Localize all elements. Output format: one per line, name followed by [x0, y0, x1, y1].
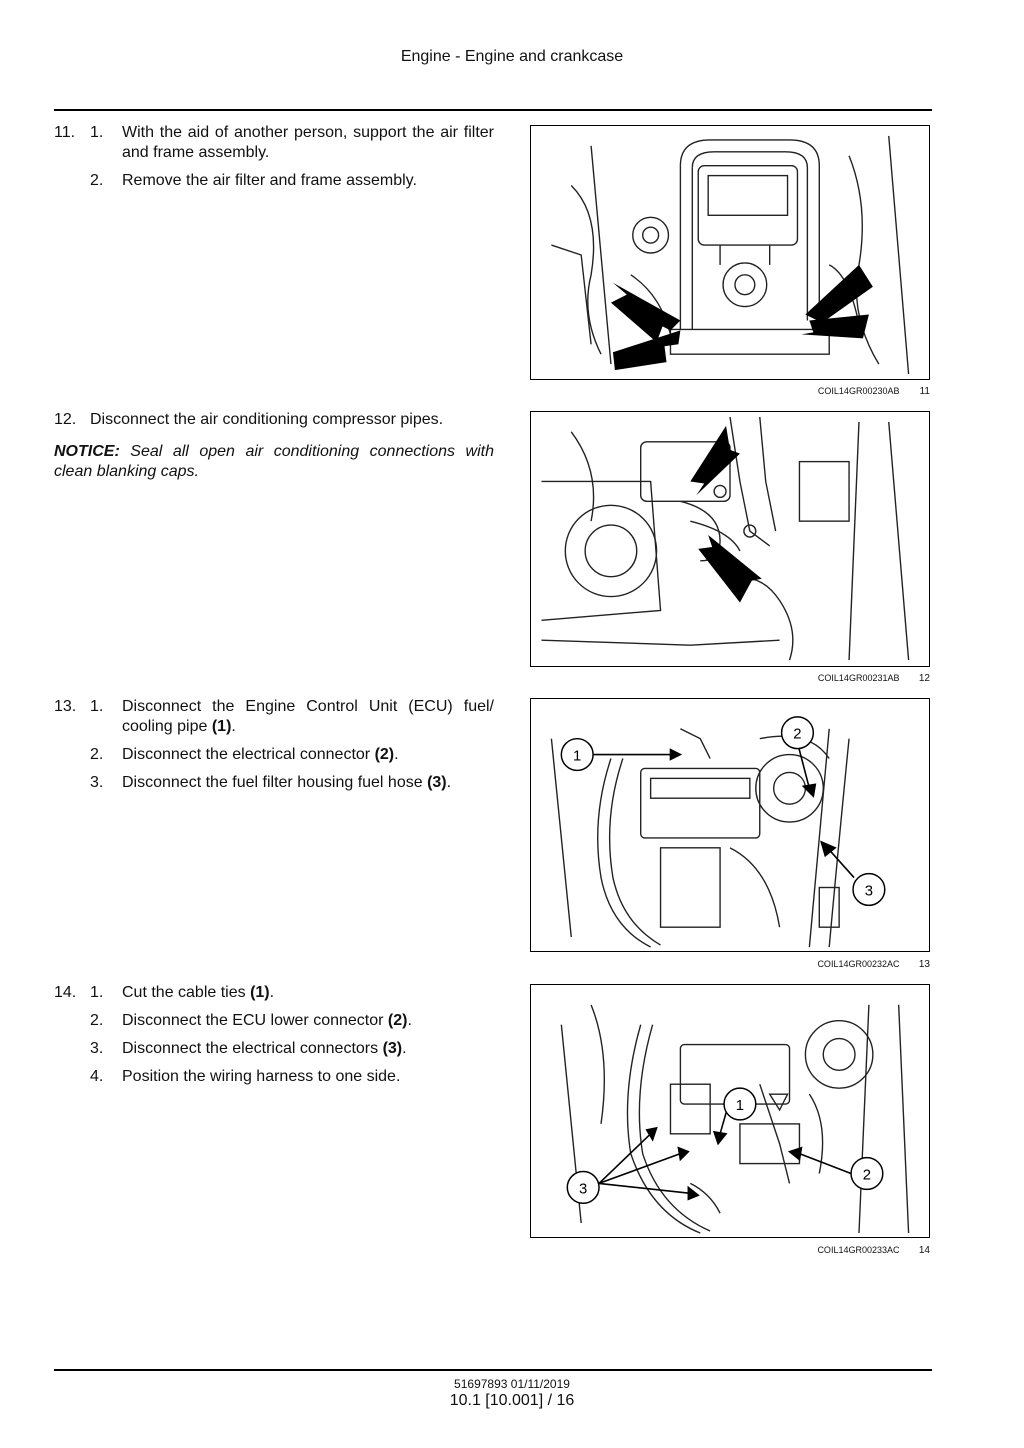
callout-ref: (3)	[382, 1040, 403, 1057]
notice: NOTICE: Seal all open air conditioning c…	[54, 442, 494, 482]
step-number: 11.	[54, 124, 76, 141]
figure-14-caption: COIL14GR00233AC 14	[530, 1245, 930, 1256]
callout-label: 3	[865, 883, 873, 899]
substep-number: 3.	[90, 774, 104, 791]
substep-text: With the aid of another person, support …	[122, 124, 494, 161]
figure-13-caption: COIL14GR00232AC 13	[530, 959, 930, 970]
substep-number: 4.	[90, 1068, 104, 1085]
callout-circle	[852, 872, 886, 907]
figure-number: 12	[918, 673, 930, 684]
substep-text: Position the wiring harness to one side.	[122, 1068, 401, 1085]
substep: 14. 1. Cut the cable ties (1).	[54, 983, 494, 1003]
step-12: 12. Disconnect the air conditioning comp…	[54, 410, 494, 482]
callout-ref: (1)	[211, 718, 232, 735]
figure-code: COIL14GR00232AC	[817, 959, 900, 969]
footer-page-number: 10.1 [10.001] / 16	[449, 1392, 575, 1409]
figure-13-image: 1 2 3	[530, 698, 930, 952]
figure-number: 11	[919, 386, 930, 397]
substep-number: 1.	[90, 984, 104, 1001]
step-number: 12.	[54, 411, 77, 428]
ac-compressor-illustration	[541, 416, 910, 661]
wiring-harness-illustration: 1 2 3	[560, 1004, 910, 1234]
figure-number: 13	[918, 959, 930, 970]
substep-number: 2.	[90, 1012, 104, 1029]
callout-label: 1	[736, 1098, 744, 1114]
callout-circle	[780, 716, 815, 750]
callout-ref: (2)	[374, 746, 395, 763]
substep-text: Cut the cable ties (1).	[122, 984, 275, 1001]
substep: 3. Disconnect the electrical connectors …	[54, 1039, 494, 1059]
callout-label: 3	[579, 1181, 587, 1197]
step-number: 13.	[54, 698, 77, 715]
step-row: 12. Disconnect the air conditioning comp…	[54, 410, 494, 430]
footer-doc-reference: 51697893 01/11/2019	[454, 1377, 570, 1391]
ecu-fuel-pipe-illustration: 1 2 3	[550, 716, 886, 948]
callout-ref: (3)	[427, 774, 447, 791]
substep-number: 3.	[90, 1040, 104, 1057]
substep: 11. 1. With the aid of another person, s…	[54, 123, 494, 163]
callout-circle	[566, 1170, 600, 1205]
callout-markers: 1 2 3	[566, 1087, 884, 1205]
footer-rule	[54, 1369, 932, 1371]
figure-12-image	[530, 411, 930, 667]
substep: 2. Remove the air filter and frame assem…	[54, 171, 494, 191]
header-rule	[54, 109, 932, 111]
figure-number: 14	[918, 1245, 930, 1256]
air-filter-frame-illustration	[551, 135, 910, 375]
figure-code: COIL14GR00231AB	[817, 673, 900, 683]
substep-text: Disconnect the electrical connectors (3)…	[122, 1040, 407, 1057]
step-14: 14. 1. Cut the cable ties (1). 2. Discon…	[54, 983, 494, 1095]
substep: 4. Position the wiring harness to one si…	[54, 1067, 494, 1087]
substep-number: 1.	[90, 124, 104, 141]
figure-code: COIL14GR00230AB	[817, 386, 900, 396]
substep-text: Disconnect the electrical connector (2).	[122, 746, 399, 763]
substep-text: Disconnect the ECU lower connector (2).	[122, 1012, 412, 1029]
step-text: Disconnect the air conditioning compress…	[90, 411, 444, 428]
step-number: 14.	[54, 984, 77, 1001]
callout-markers: 1 2 3	[560, 716, 886, 907]
step-13: 13. 1. Disconnect the Engine Control Uni…	[54, 697, 494, 801]
figure-11-image	[530, 125, 930, 380]
substep-number: 2.	[90, 746, 104, 763]
callout-label: 2	[793, 727, 801, 743]
page-header: Engine - Engine and crankcase	[400, 48, 624, 65]
callout-label: 1	[573, 749, 581, 765]
substep-number: 1.	[90, 698, 104, 715]
step-11: 11. 1. With the aid of another person, s…	[54, 123, 494, 199]
notice-label: NOTICE:	[54, 443, 120, 460]
substep: 2. Disconnect the electrical connector (…	[54, 745, 494, 765]
callout-circle	[560, 737, 594, 772]
callout-label: 2	[863, 1167, 871, 1183]
callout-circle	[850, 1156, 884, 1191]
substep: 13. 1. Disconnect the Engine Control Uni…	[54, 697, 494, 737]
substep: 3. Disconnect the fuel filter housing fu…	[54, 773, 494, 793]
substep: 2. Disconnect the ECU lower connector (2…	[54, 1011, 494, 1031]
notice-text: Seal all open air conditioning connectio…	[54, 443, 494, 480]
figure-12-caption: COIL14GR00231AB 12	[530, 673, 930, 684]
substep-text: Disconnect the fuel filter housing fuel …	[122, 774, 452, 791]
callout-ref: (1)	[250, 984, 270, 1001]
callout-ref: (2)	[387, 1012, 408, 1029]
figure-code: COIL14GR00233AC	[817, 1245, 900, 1255]
figure-11-caption: COIL14GR00230AB 11	[530, 386, 930, 397]
substep-number: 2.	[90, 172, 104, 189]
substep-text: Disconnect the Engine Control Unit (ECU)…	[122, 698, 494, 735]
figure-14-image: 1 2 3	[530, 984, 930, 1238]
callout-circle	[723, 1087, 757, 1121]
substep-text: Remove the air filter and frame assembly…	[122, 172, 417, 189]
